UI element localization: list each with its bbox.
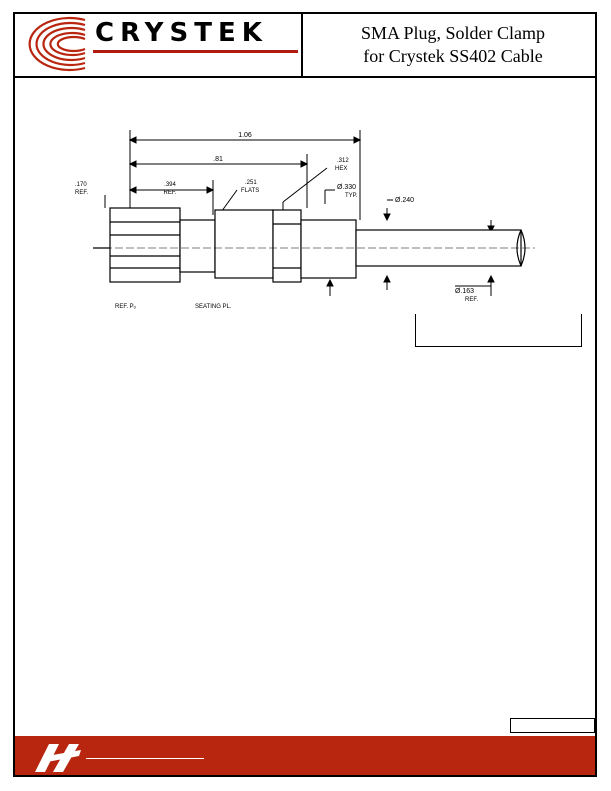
label-body-length: .81: [213, 156, 223, 163]
coupling-nut: [109, 207, 181, 283]
connector-body: [93, 207, 526, 283]
label-ref-length: .394: [164, 182, 176, 188]
crystek-swoosh-icon: [28, 16, 86, 72]
main-body: [214, 209, 274, 279]
flats-section: [179, 219, 216, 273]
logo-box: CRYSTEK: [13, 12, 303, 76]
title-block: CRYSTEK SMA Plug, Solder Clamp for Cryst…: [13, 12, 597, 78]
label-left-ref: .170: [75, 182, 87, 188]
hex-nut: [272, 209, 302, 283]
label-diameter-jacket-unit: REF.: [465, 297, 478, 303]
label-diameter-body-unit: TYP.: [345, 193, 358, 199]
page-frame: [13, 12, 597, 777]
label-flats-size: .251: [245, 180, 257, 186]
title-line-2: for Crystek SS402 Cable: [363, 46, 543, 66]
label-diameter-body: Ø.330: [337, 184, 356, 191]
label-overall-length: 1.06: [238, 132, 252, 139]
label-flats-unit: FLATS: [241, 188, 259, 194]
logo-wordmark: CRYSTEK: [95, 18, 268, 48]
label-diameter-cable: Ø.240: [395, 197, 414, 204]
title-line-1: SMA Plug, Solder Clamp: [360, 23, 546, 43]
crystek-mark-icon: [35, 744, 81, 772]
label-diameter-jacket: Ø.163: [455, 288, 474, 295]
clamp-sleeve: [300, 219, 357, 279]
label-ref-plane: REF. Pₒ: [115, 304, 137, 310]
connector-drawing: 1.06 .81 .312 HEX .251 FLATS .394 REF. .…: [75, 130, 535, 310]
label-hex-unit: HEX: [335, 166, 347, 172]
footer-band: [15, 736, 595, 775]
drawing-title: SMA Plug, Solder Clamp for Crystek SS402…: [313, 22, 593, 68]
notes-box: [415, 314, 582, 347]
revision-box: [510, 718, 595, 733]
footer-rule: [86, 758, 204, 759]
label-hex-size: .312: [337, 158, 349, 164]
label-seating-plane: SEATING PL.: [195, 304, 232, 310]
logo-underline: [93, 50, 298, 53]
label-left-ref-unit: REF.: [75, 190, 88, 196]
label-ref-length-unit: REF.: [163, 190, 176, 196]
